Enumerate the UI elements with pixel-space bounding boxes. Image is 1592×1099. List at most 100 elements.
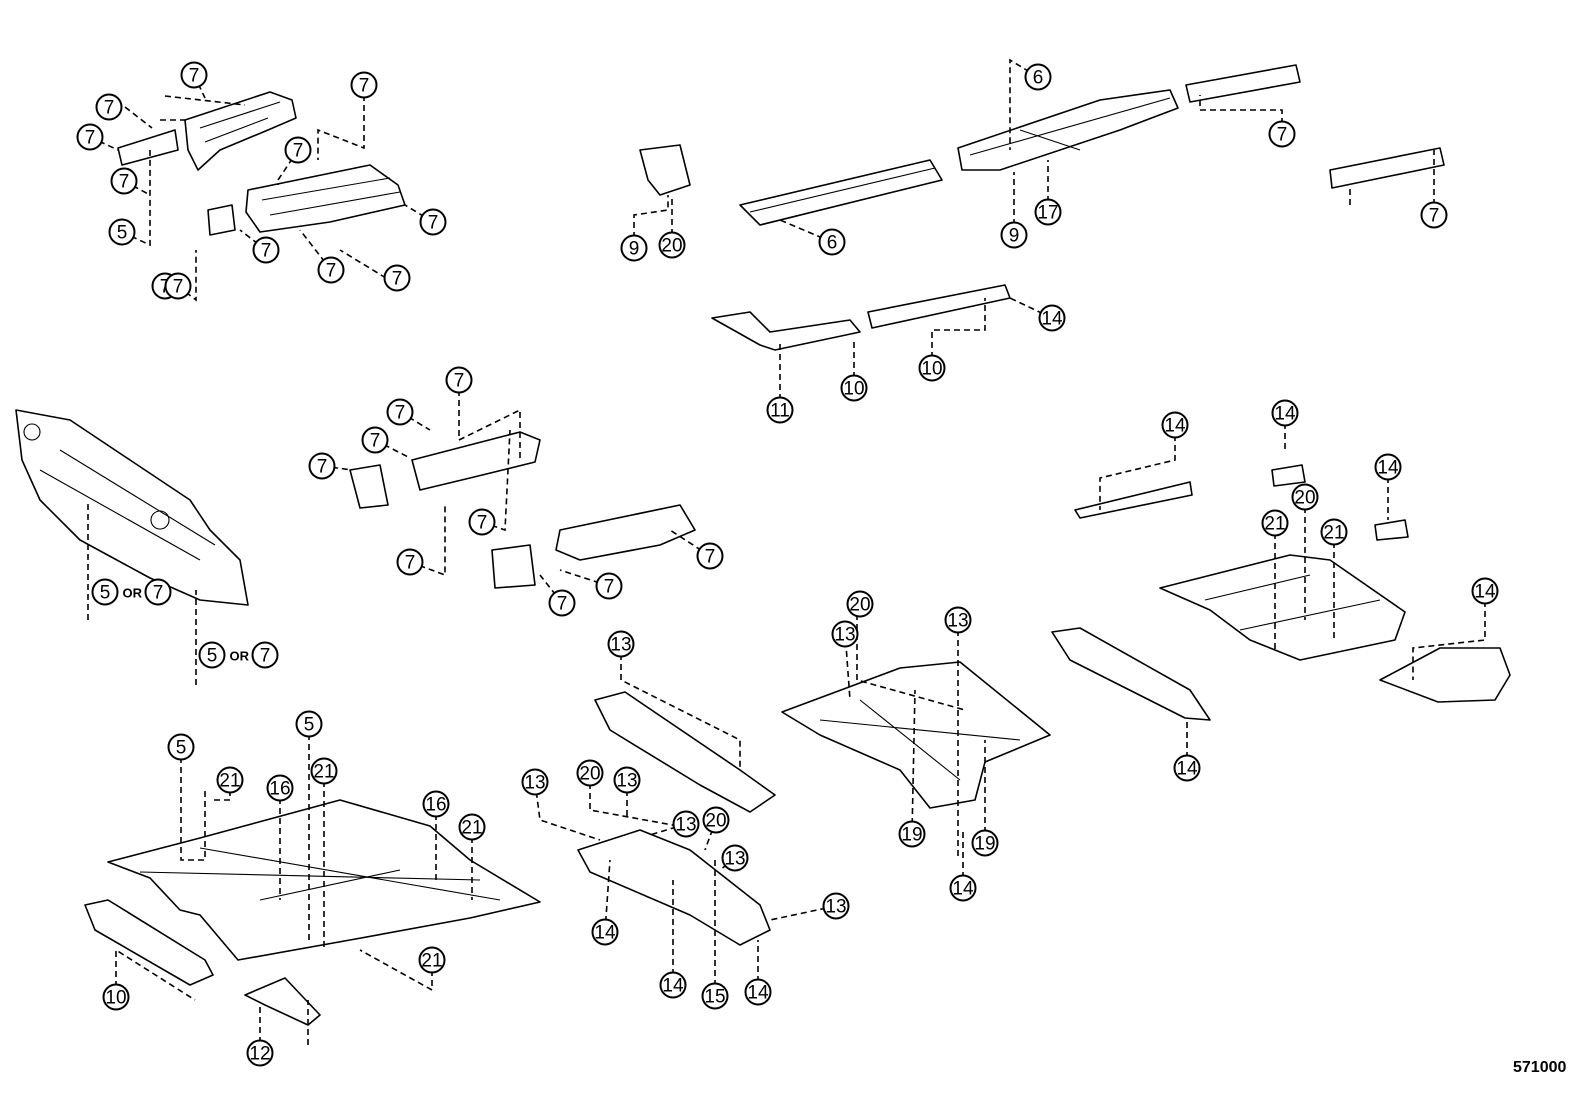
callout-number: 7 xyxy=(557,594,568,615)
callout-number: 16 xyxy=(425,795,446,816)
callout-circle xyxy=(620,234,648,262)
callout-11: 11 xyxy=(766,396,794,424)
callout-6: 6 xyxy=(1024,63,1052,91)
callout-number: 7 xyxy=(326,261,337,282)
floor-brace-part xyxy=(244,977,321,1026)
callout-number: 7 xyxy=(293,141,304,162)
callout-number: 14 xyxy=(1274,404,1296,425)
callout-19: 19 xyxy=(898,820,926,848)
callout-number: 7 xyxy=(153,583,164,604)
callout-circle xyxy=(1374,453,1402,481)
small-bracket-part xyxy=(207,204,236,236)
callout-number: 7 xyxy=(104,98,115,119)
callout-circle xyxy=(91,578,119,606)
callout-circle xyxy=(361,426,389,454)
callout-7: 7 xyxy=(164,272,192,300)
callout-circle xyxy=(76,123,104,151)
callout-number: 6 xyxy=(1033,68,1044,89)
callout-14: 14 xyxy=(744,978,772,1006)
callout-circle xyxy=(180,61,208,89)
callout-number: 21 xyxy=(219,771,240,792)
callout-21: 21 xyxy=(1320,518,1348,546)
callout-number: 15 xyxy=(704,987,725,1008)
callout-number: 21 xyxy=(1264,514,1285,535)
callout-circle xyxy=(1471,577,1499,605)
callout-number: 13 xyxy=(825,897,846,918)
callout-circle xyxy=(659,971,687,999)
callout-5: 5 xyxy=(91,578,119,606)
rear-crossmember-part xyxy=(1074,481,1193,519)
callout-circle xyxy=(422,790,450,818)
callout-number: 13 xyxy=(524,773,545,794)
callout-number: 13 xyxy=(675,815,696,836)
callout-number: 7 xyxy=(392,269,403,290)
callout-21: 21 xyxy=(1261,509,1289,537)
callout-number: 7 xyxy=(359,76,370,97)
callout-21: 21 xyxy=(418,946,446,974)
callout-number: 14 xyxy=(952,879,974,900)
callout-13: 13 xyxy=(831,620,859,648)
callout-circle xyxy=(595,572,623,600)
rear-member-lower-part xyxy=(1329,147,1445,189)
callout-circle xyxy=(1261,509,1289,537)
callout-13: 13 xyxy=(822,892,850,920)
callout-circle xyxy=(672,810,700,838)
callout-21: 21 xyxy=(458,813,486,841)
dash-panel-part xyxy=(15,409,249,606)
rear-member-upper-part xyxy=(1185,64,1301,103)
callout-number: 13 xyxy=(616,771,637,792)
callout-circle xyxy=(110,167,138,195)
callout-circle xyxy=(317,256,345,284)
callout-20: 20 xyxy=(658,231,686,259)
callout-number: 9 xyxy=(629,239,640,260)
callout-5: 5 xyxy=(167,733,195,761)
callout-12: 12 xyxy=(246,1039,274,1067)
callout-13: 13 xyxy=(607,630,635,658)
callout-7: 7 xyxy=(95,93,123,121)
front-floor-side-member-part xyxy=(84,899,214,986)
callout-5: 5 xyxy=(108,218,136,246)
callout-number: 21 xyxy=(461,818,482,839)
callout-circle xyxy=(144,578,172,606)
callout-circle xyxy=(696,542,724,570)
callout-number: 7 xyxy=(260,646,271,667)
callout-number: 13 xyxy=(947,611,968,632)
callout-7: 7 xyxy=(76,123,104,151)
callout-circle xyxy=(266,774,294,802)
callout-7: 7 xyxy=(595,572,623,600)
callout-number: 7 xyxy=(317,457,328,478)
side-member-front-part xyxy=(411,431,541,491)
callout-number: 14 xyxy=(1164,416,1186,437)
callout-7: 7 xyxy=(386,398,414,426)
callout-number: 14 xyxy=(1041,309,1063,330)
callout-number: 5 xyxy=(207,646,218,667)
callout-13: 13 xyxy=(672,810,700,838)
callout-7: 7 xyxy=(445,366,473,394)
callout-14: 14 xyxy=(1161,411,1189,439)
callout-number: 5 xyxy=(304,715,315,736)
figure-reference-code: 571000 xyxy=(1513,1059,1567,1076)
callout-16: 16 xyxy=(422,790,450,818)
callout-number: 20 xyxy=(1294,488,1315,509)
callout-number: 20 xyxy=(849,595,870,616)
callout-10: 10 xyxy=(918,354,946,382)
callout-circle xyxy=(1000,221,1028,249)
leader-lines xyxy=(87,58,1486,1053)
callout-circle xyxy=(246,1039,274,1067)
callout-5: 5 xyxy=(295,710,323,738)
callout-number: 7 xyxy=(1277,125,1288,146)
callout-number: 17 xyxy=(1037,203,1058,224)
callout-13: 13 xyxy=(721,844,749,872)
front-floor-pan-part xyxy=(107,799,541,961)
callout-circle xyxy=(310,757,338,785)
callout-circle xyxy=(108,218,136,246)
floor-side-member-rear-part xyxy=(867,284,1011,329)
callout-9: 9 xyxy=(1000,221,1028,249)
callout-7: 7 xyxy=(251,641,279,669)
callout-7: 7 xyxy=(284,136,312,164)
callout-7: 7 xyxy=(180,61,208,89)
callout-number: 13 xyxy=(610,635,631,656)
callout-number: 7 xyxy=(395,403,406,424)
callout-circle xyxy=(701,982,729,1010)
